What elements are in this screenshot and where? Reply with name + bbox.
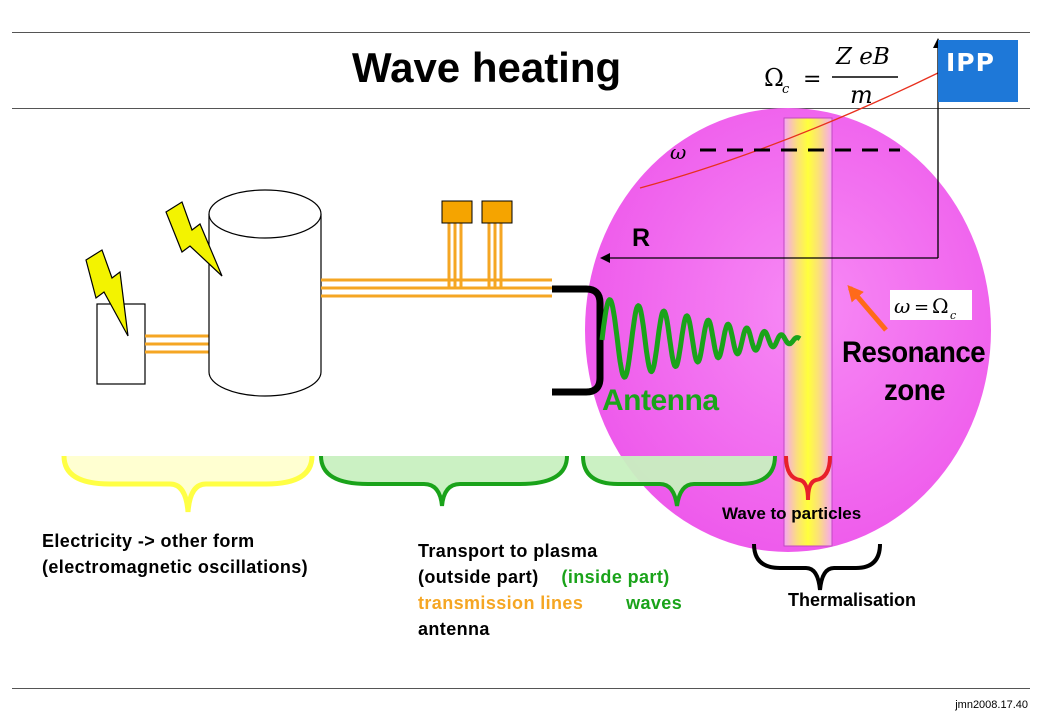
resonance-layer [783,117,833,547]
formula-equals: = [803,67,821,92]
thermalisation-label: Thermalisation [788,590,917,610]
resonance-omega-c: Ω [932,294,949,318]
resonance-label-line1: Resonance [842,336,986,369]
omega-c-symbol: Ω [764,64,784,92]
resonance-equals: = [914,297,929,318]
caption-outside-part: (outside part) [418,567,539,587]
omega-label: ω [670,140,686,164]
antenna-label: Antenna [602,384,719,417]
omega-c-subscript: c [782,82,790,97]
resonance-label-line2: zone [884,374,946,407]
resonance-condition-formula: ω = Ω c [890,290,972,322]
supply-connection-lines [145,334,209,354]
top-rule [12,32,1030,33]
lightning-bolt-icon [165,201,223,277]
cyclotron-frequency-curve [639,71,941,189]
footer-code: jmn2008.17.40 [955,699,1028,711]
caption-transport: Transport to plasma (outside part) (insi… [418,538,682,642]
brace-wave-to-particles [784,455,832,501]
resonance-omega: ω [894,294,910,318]
caption-antenna: antenna [418,619,490,639]
logo-text: IPP [946,48,995,77]
cyclotron-formula: Ω c = Z eB m [764,44,898,109]
caption-transport-line3: transmission lines waves [418,590,682,616]
title-rule [12,108,1030,109]
wave-to-particles-label: Wave to particles [722,504,862,523]
caption-inside-part: (inside part) [561,567,670,587]
caption-waves: waves [626,593,683,613]
resonance-subscript: c [950,309,956,322]
oscillator-cylinder [208,189,322,397]
brace-transport-inside [581,455,777,507]
r-axis-label: R [632,224,651,252]
resonance-pointer-arrow [847,284,888,332]
bottom-rule [12,688,1030,689]
transmission-lines [321,222,552,298]
brace-thermalisation [752,543,882,591]
lightning-bolt-icon [85,249,129,337]
caption-transport-line2: (outside part) (inside part) [418,564,682,590]
rf-wave [599,297,802,380]
formula-denominator: m [850,81,873,109]
page-title: Wave heating [352,44,622,91]
brace-transport-outside [319,455,569,507]
ipp-logo: IPP [938,40,1018,102]
caption-electricity-line1: Electricity -> other form [42,531,255,551]
caption-transport-line1: Transport to plasma [418,541,598,561]
stub-tuner-left [441,200,473,224]
formula-numerator: Z eB [835,44,890,70]
caption-electricity: Electricity -> other form (electromagnet… [42,528,308,580]
caption-electricity-line2: (electromagnetic oscillations) [42,557,309,577]
stub-tuner-right [481,200,513,224]
antenna-bracket [552,285,604,396]
caption-transmission-lines: transmission lines [418,593,584,613]
brace-electricity [61,455,315,513]
